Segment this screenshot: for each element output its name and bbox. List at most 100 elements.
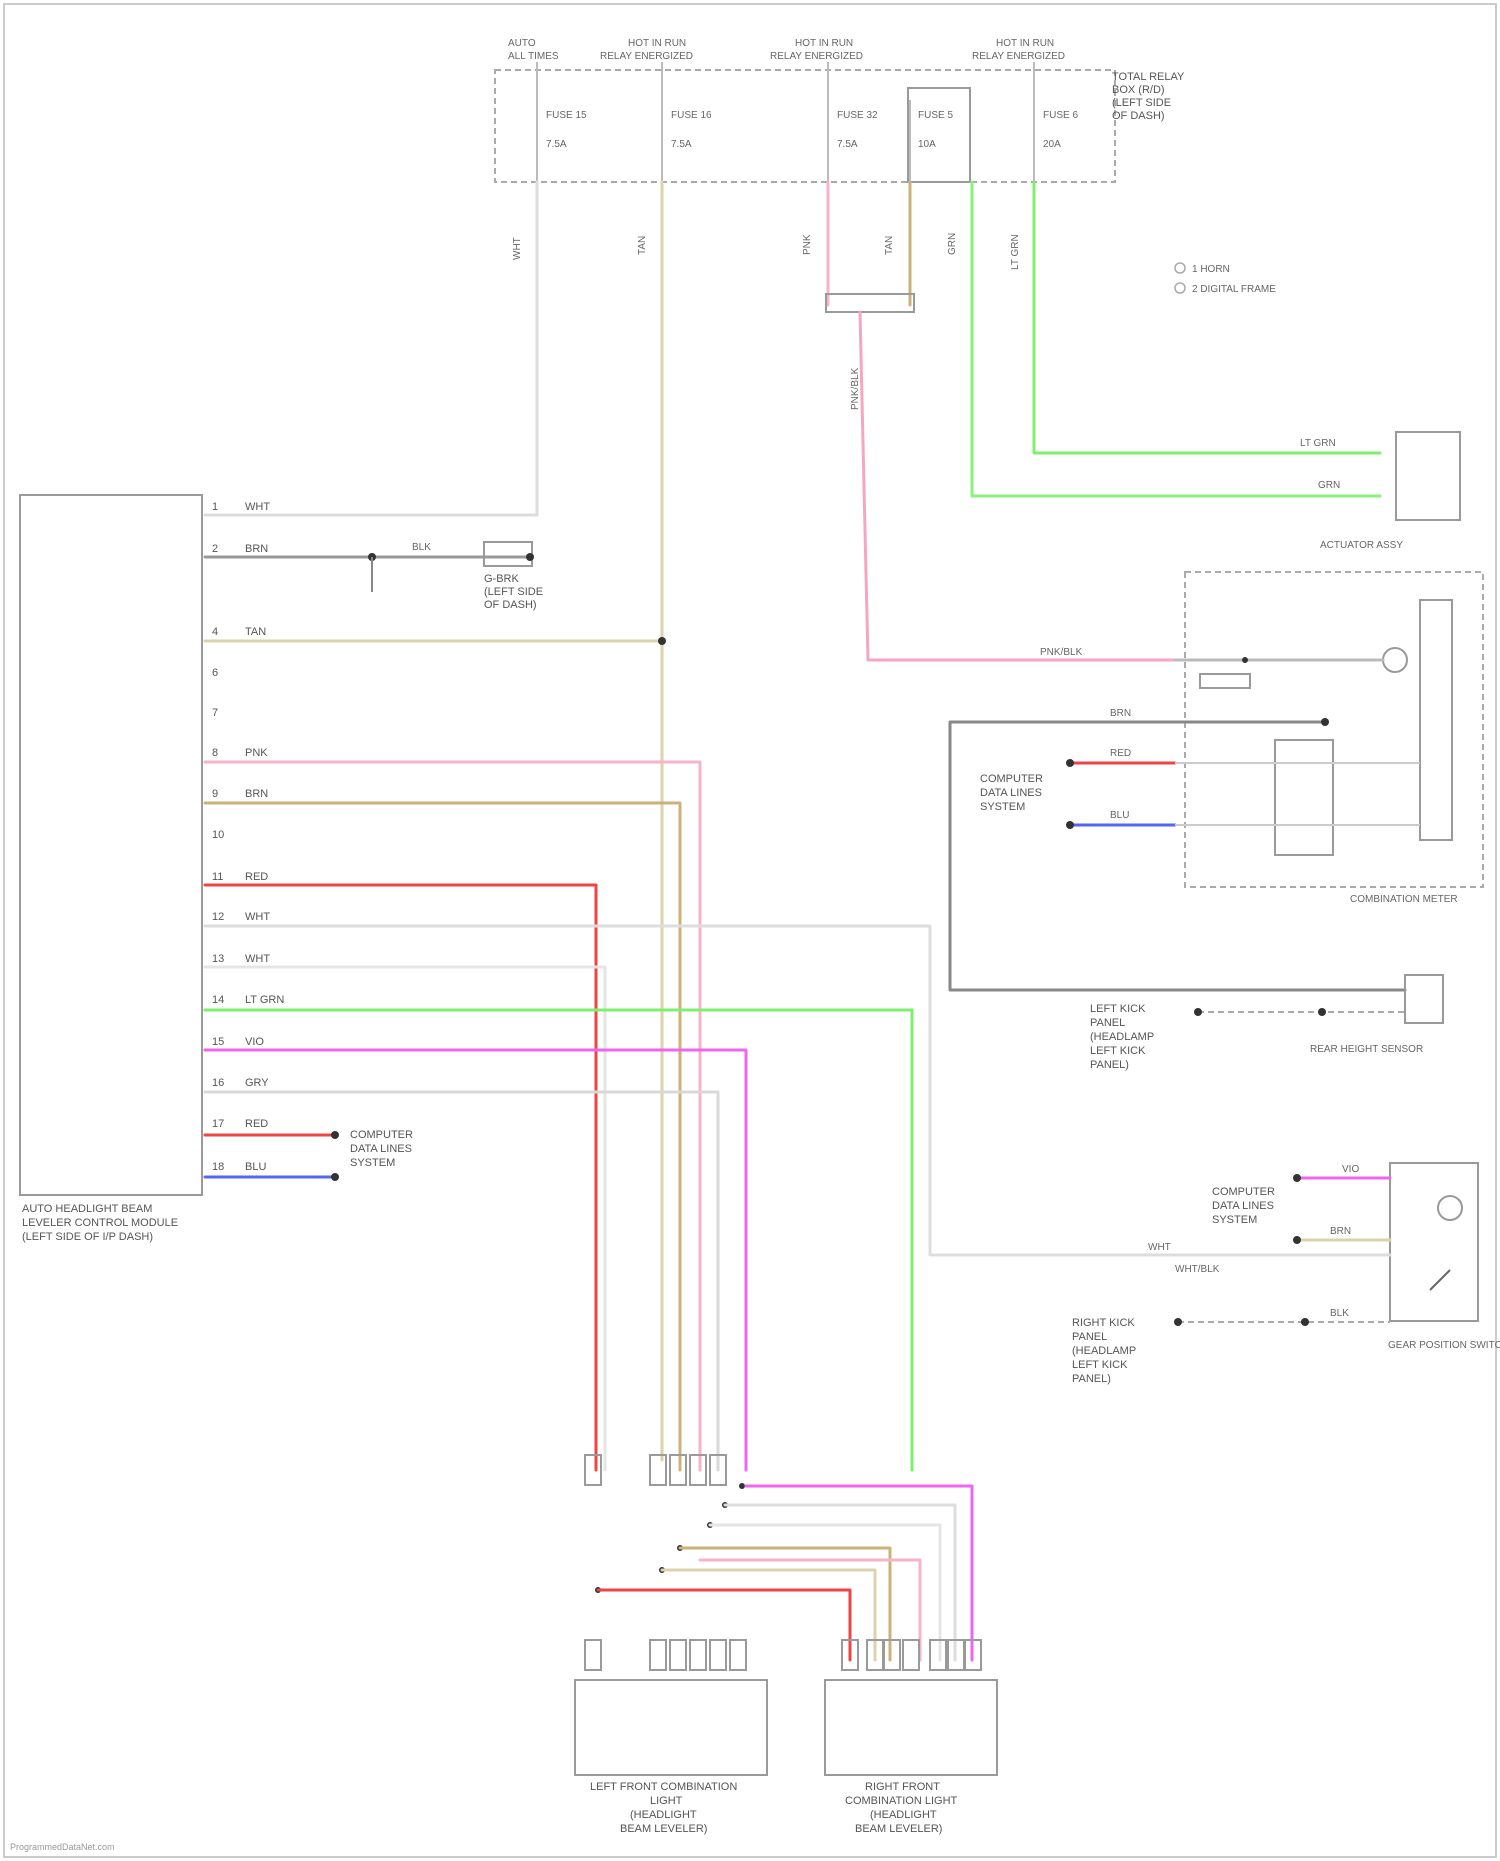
pin-14: 14 (212, 994, 224, 1006)
can-dot-1 (331, 1131, 339, 1139)
pin-13: 13 (212, 953, 224, 965)
fuse-2-amp: 7.5A (671, 139, 692, 150)
fuse-3-amp: 7.5A (837, 139, 858, 150)
wire-pin16-gry (205, 1092, 718, 1470)
can-label-1-1: COMPUTER (350, 1129, 413, 1141)
meter-indicator (1383, 648, 1407, 672)
kick-label-1: LEFT KICK PANEL (HEADLAMP LEFT KICK PANE… (1090, 1003, 1154, 1071)
harness-dot-1 (739, 1483, 745, 1489)
kick-label-2-4: LEFT KICK (1072, 1359, 1128, 1371)
fuse-3-top: HOT IN RUN (795, 38, 853, 49)
meter-inner-2 (1420, 600, 1452, 840)
module-pins: 1 WHT 2 BRN 4 TAN 6 7 8 PNK 9 BRN 10 11 … (212, 501, 284, 1173)
fuse-1-sub: ALL TIMES (508, 51, 559, 62)
kick-label-1-1: LEFT KICK (1090, 1003, 1146, 1015)
pin-18: 18 (212, 1161, 224, 1173)
pin-6: 6 (212, 667, 218, 679)
can-label-3-1: COMPUTER (1212, 1186, 1275, 1198)
pin-12: 12 (212, 911, 224, 923)
ground-label-3: OF DASH) (484, 599, 537, 611)
fuse-box (495, 70, 1115, 182)
left-headlight-label-1: LEFT FRONT COMBINATION (590, 1781, 737, 1793)
tag-blu: BLU (1110, 810, 1129, 821)
module-label-1: AUTO HEADLIGHT BEAM (22, 1203, 152, 1215)
legend-horn: 1 HORN (1192, 264, 1230, 275)
can-dot-4 (1066, 821, 1074, 829)
can-label-2-2: DATA LINES (980, 787, 1042, 799)
fuse-5-amp: 20A (1043, 139, 1061, 150)
fuse-2-sub: RELAY ENERGIZED (600, 51, 693, 62)
wire-ltgrn (1034, 182, 1380, 453)
fuse-3-sub: RELAY ENERGIZED (770, 51, 863, 62)
tag-w1: WHT (512, 237, 523, 260)
wire-pin8-pnk (205, 762, 700, 1470)
kick-label-1-2: PANEL (1090, 1017, 1125, 1029)
pin-4-wire: TAN (245, 626, 266, 638)
pin-16: 16 (212, 1077, 224, 1089)
pin-17: 17 (212, 1118, 224, 1130)
tag-ltgrn: LT GRN (1300, 438, 1336, 449)
tag-wht: WHT (1148, 1242, 1171, 1253)
tag-red: RED (1110, 748, 1131, 759)
gear-dot-3 (1174, 1318, 1182, 1326)
tag-w2: TAN (637, 236, 648, 255)
tag-vio: VIO (1342, 1164, 1359, 1175)
gear-dot-1 (1293, 1174, 1301, 1182)
meter-resistor (1200, 674, 1250, 688)
module-label-3: (LEFT SIDE OF I/P DASH) (22, 1231, 153, 1243)
pin-9-wire: BRN (245, 788, 268, 800)
fuse-5-sub: RELAY ENERGIZED (972, 51, 1065, 62)
fuse-3-num: FUSE 32 (837, 110, 878, 121)
tag-blk: BLK (412, 542, 431, 553)
tag-blk2: BLK (1330, 1308, 1349, 1319)
ground-connector (484, 542, 532, 566)
harness-pnk-right (700, 1560, 920, 1660)
headlight-leveler-module (20, 495, 202, 1195)
can-label-3-2: DATA LINES (1212, 1200, 1274, 1212)
fuse-box-label-1: TOTAL RELAY (1112, 71, 1185, 83)
harness-vio-right (746, 1486, 972, 1660)
right-headlight-label-4: BEAM LEVELER) (855, 1823, 942, 1835)
tag-pnk-blk: PNK/BLK (850, 367, 861, 410)
pin-13-wire: WHT (245, 953, 270, 965)
fuse-3: FUSE 32 7.5A (828, 62, 878, 182)
left-headlight-label-2: LIGHT (650, 1795, 683, 1807)
tag-w3: PNK (802, 234, 813, 255)
pin-7: 7 (212, 707, 218, 719)
meter-splice (1242, 657, 1248, 663)
splice-box (826, 294, 914, 312)
harness-red-right (598, 1590, 850, 1660)
kick-label-2-5: PANEL) (1072, 1373, 1111, 1385)
tag-grn: GRN (1318, 480, 1340, 491)
can-dot-2 (331, 1173, 339, 1181)
ground-label-2: (LEFT SIDE (484, 586, 543, 598)
fuse-box-label: TOTAL RELAY BOX (R/D) (LEFT SIDE OF DASH… (1112, 71, 1185, 122)
tag-pnk-blk2: PNK/BLK (1040, 647, 1083, 658)
pin-2: 2 (212, 543, 218, 555)
kick-connector (1405, 975, 1443, 1023)
fuse-5-top: HOT IN RUN (996, 38, 1054, 49)
can-label-1-2: DATA LINES (350, 1143, 412, 1155)
fuse-5: FUSE 6 20A (1034, 62, 1078, 182)
tag-w5: GRN (947, 233, 958, 255)
kick-label-2-1: RIGHT KICK (1072, 1317, 1135, 1329)
module-label: AUTO HEADLIGHT BEAM LEVELER CONTROL MODU… (22, 1203, 178, 1243)
right-front-combination-light (825, 1680, 997, 1775)
right-headlight-label-1: RIGHT FRONT (865, 1781, 940, 1793)
fuse-box-label-4: OF DASH) (1112, 110, 1165, 122)
pin-16-wire: GRY (245, 1077, 269, 1089)
fuse-2-top: HOT IN RUN (628, 38, 686, 49)
splice-tan (658, 637, 666, 645)
fuse-2: FUSE 16 7.5A (662, 62, 712, 182)
legend-digital-frame: 2 DIGITAL FRAME (1192, 284, 1276, 295)
gear-position-switch (1390, 1163, 1478, 1321)
pin-11-wire: RED (245, 871, 268, 883)
right-headlight-label: RIGHT FRONT COMBINATION LIGHT (HEADLIGHT… (845, 1781, 958, 1835)
fuse-2-num: FUSE 16 (671, 110, 712, 121)
gear-label: GEAR POSITION SWITCH (1388, 1340, 1500, 1351)
left-front-combination-light (575, 1680, 767, 1775)
legend: 1 HORN 2 DIGITAL FRAME (1175, 263, 1276, 295)
pin-11: 11 (212, 871, 223, 883)
combination-label: COMBINATION METER (1350, 894, 1458, 905)
